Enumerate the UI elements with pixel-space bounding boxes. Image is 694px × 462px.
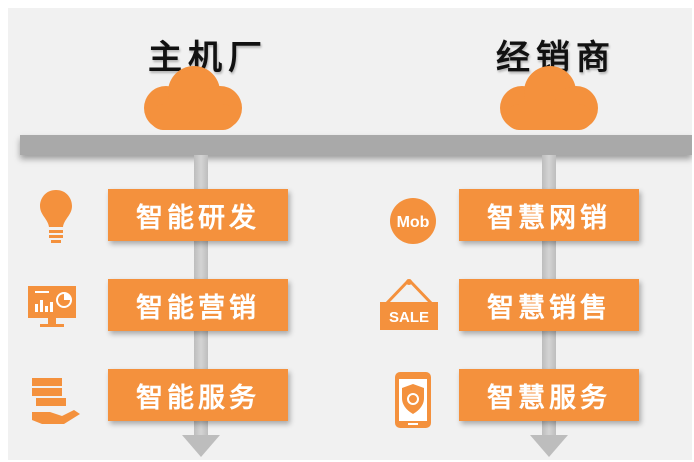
phone-shield-icon bbox=[395, 372, 431, 428]
wisdom-online-sales-box: 智慧网销 bbox=[459, 189, 639, 241]
smart-service-box: 智能服务 bbox=[108, 369, 288, 421]
horizontal-bar bbox=[20, 135, 692, 155]
smart-rnd-box: 智能研发 bbox=[108, 189, 288, 241]
hand-cards-icon bbox=[32, 378, 80, 424]
manufacturer-cloud-icon bbox=[144, 66, 242, 130]
dealer-cloud-icon bbox=[500, 66, 598, 130]
wisdom-service-box: 智慧服务 bbox=[459, 369, 639, 421]
lightbulb-icon bbox=[40, 190, 72, 243]
mob-text: Mob bbox=[397, 214, 430, 231]
wisdom-sales-box: 智慧销售 bbox=[459, 279, 639, 331]
sale-sign-icon: SALE bbox=[380, 278, 438, 330]
diagram-canvas: 主机厂 经销商 智能研发 智能营销 智能服务 智慧网销 智慧销售 智慧服务 bbox=[8, 8, 692, 460]
mob-badge-icon: Mob bbox=[390, 198, 436, 244]
monitor-chart-icon bbox=[28, 286, 76, 327]
dealer-arrow-icon bbox=[530, 435, 568, 457]
smart-marketing-box: 智能营销 bbox=[108, 279, 288, 331]
manufacturer-arrow-icon bbox=[182, 435, 220, 457]
sale-text: SALE bbox=[389, 309, 429, 326]
